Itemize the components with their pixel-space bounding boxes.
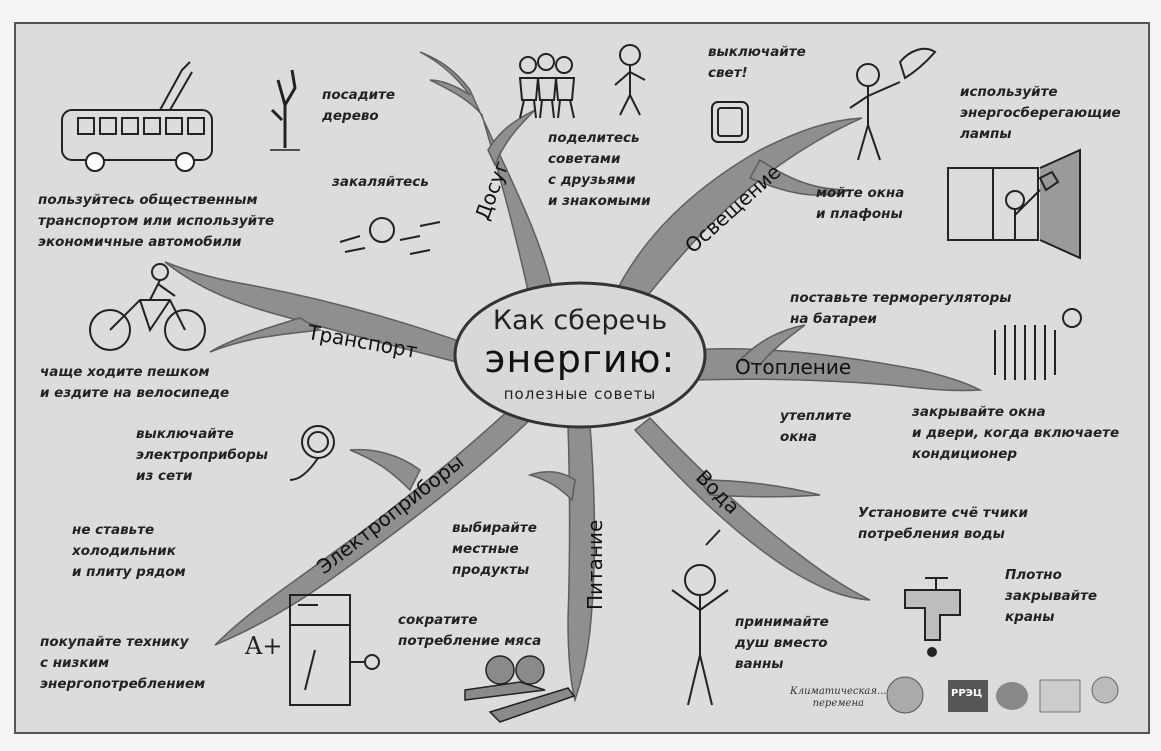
energy-class-label: A+ xyxy=(245,632,283,660)
tip-less-meat: сократите потребление мяса xyxy=(398,612,542,649)
tip-shower: принимайте душ вместо ванны xyxy=(735,614,829,672)
center-title-line2: энергию: xyxy=(484,337,676,381)
branch-dosug-twig xyxy=(487,109,536,167)
branch-otoplenie-twig xyxy=(738,324,806,366)
lamp-man-icon xyxy=(849,47,937,161)
swimmer-icon xyxy=(339,217,441,255)
tip-water-meters: Установите счё тчики потребления воды xyxy=(858,505,1028,542)
branch-transport-twig xyxy=(209,317,323,353)
tree-icon xyxy=(270,69,300,151)
tip-walk-bike: чаще ходите пешком и ездите на велосипед… xyxy=(40,364,230,401)
tip-public-transport: пользуйтесь общественным транспортом или… xyxy=(38,192,275,250)
tip-share-tips: поделитесь советами с друзьями и знакомы… xyxy=(548,130,651,209)
branch-pitanie-twig xyxy=(527,470,576,502)
plug-icon xyxy=(289,425,335,481)
tip-insulate-windows: утеплите окна xyxy=(780,408,852,445)
tip-low-energy-appliances: покупайте технику с низким энергопотребл… xyxy=(40,634,206,692)
trolleybus-icon xyxy=(61,61,213,172)
partner-logos xyxy=(886,676,1119,714)
window-cleaning-icon xyxy=(947,148,1081,260)
branch-voda-twig xyxy=(698,479,821,498)
center-title: Как сберечь энергию: полезные советы xyxy=(460,285,700,425)
tip-close-windows: закрывайте окна и двери, когда включаете… xyxy=(912,404,1120,462)
fridge-icon xyxy=(289,594,380,706)
branch-elektropribory xyxy=(214,399,542,646)
friends-icon xyxy=(518,44,646,119)
tip-switch-off-light: выключайте свет! xyxy=(708,44,806,81)
branch-voda xyxy=(633,416,871,601)
tap-icon xyxy=(904,577,961,657)
tip-energy-lamps: используйте энергосберегающие лампы xyxy=(960,84,1121,142)
radiator-icon xyxy=(994,308,1082,380)
branch-osveshchenie xyxy=(610,117,863,306)
tip-close-taps: Плотно закрывайте краны xyxy=(1005,567,1098,625)
logo-rrec-text: РРЭЦ xyxy=(951,688,983,699)
bicycle-icon xyxy=(89,263,206,351)
branch-elektropribory-twig xyxy=(349,448,421,492)
shower-man-icon xyxy=(671,529,729,706)
branch-pitanie xyxy=(567,424,596,703)
tip-local-food: выбирайте местные продукты xyxy=(452,520,537,578)
tip-plant-tree: посадите дерево xyxy=(322,87,396,124)
branch-osveshchenie-twig xyxy=(748,158,851,196)
tip-harden: закаляйтесь xyxy=(332,174,429,190)
branch-label-otoplenie: Отопление xyxy=(735,355,852,379)
tip-wash-windows: мойте окна и плафоны xyxy=(816,185,905,222)
center-title-line3: полезные советы xyxy=(503,385,657,403)
branch-transport xyxy=(164,261,471,366)
vegetables-icon xyxy=(464,655,576,723)
light-switch-icon xyxy=(711,101,749,143)
logo-klimat-text: Климатическая... перемена xyxy=(790,686,887,709)
center-bubble xyxy=(453,281,707,429)
tip-unplug: выключайте электроприборы из сети xyxy=(136,426,268,484)
tip-fridge-stove: не ставьте холодильник и плиту рядом xyxy=(72,522,186,580)
branch-label-pitanie: Питание xyxy=(583,519,607,610)
tip-thermostats: поставьте терморегуляторы на батареи xyxy=(790,290,1012,327)
center-title-line1: Как сберечь xyxy=(492,305,668,336)
